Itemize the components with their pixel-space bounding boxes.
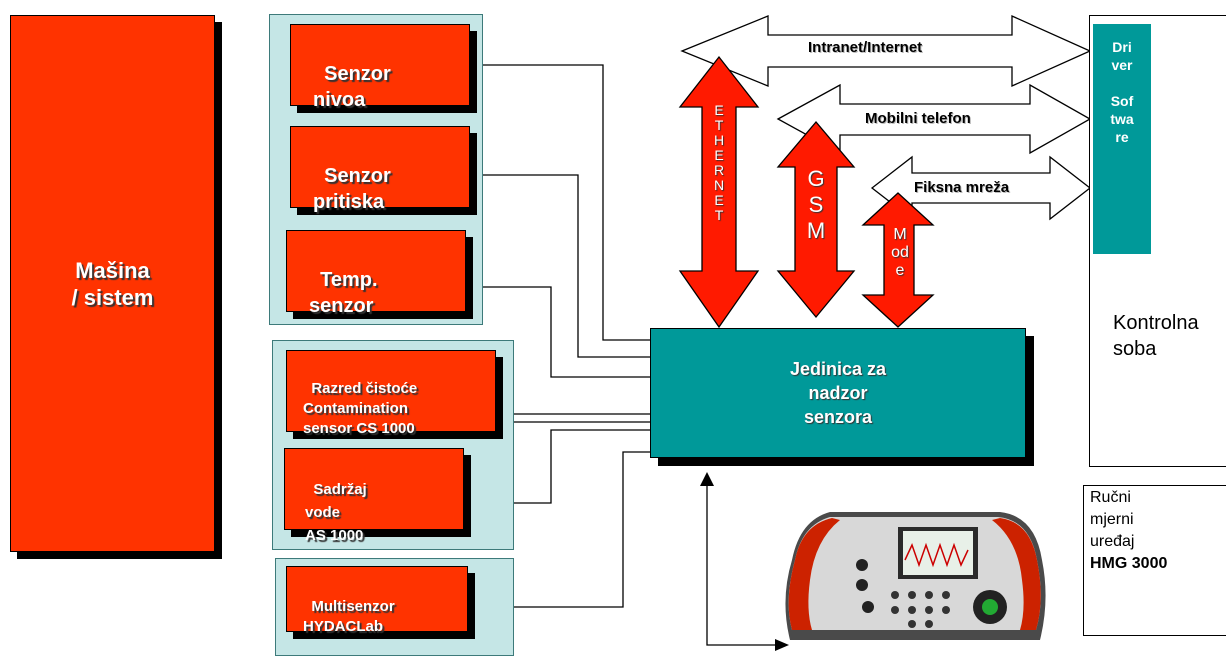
ethernet-label: E T H E R N E T bbox=[713, 102, 725, 223]
arrowhead-right-icon bbox=[775, 639, 789, 651]
water-content-sensor-label: Sadržaj vode AS 1000 bbox=[305, 481, 367, 544]
handheld-line-1: Ručni bbox=[1090, 489, 1131, 506]
line-temperature bbox=[467, 286, 650, 378]
handheld-meter-box bbox=[1083, 485, 1226, 636]
line-multisensor bbox=[512, 451, 650, 608]
machine-system-block: Mašina / sistem bbox=[10, 15, 215, 552]
internet-label: Intranet/Internet bbox=[808, 39, 923, 56]
driver-software-block: Dri ver Sof twa re bbox=[1093, 24, 1151, 254]
contamination-sensor-label: Razred čistoće Contamination sensor CS 1… bbox=[303, 380, 418, 437]
pressure-sensor-label: Senzor pritiska bbox=[313, 165, 391, 213]
level-sensor: Senzor nivoa bbox=[290, 24, 470, 111]
gsm-arrow bbox=[776, 120, 856, 319]
contamination-sensor: Razred čistoće Contamination sensor CS 1… bbox=[286, 350, 496, 437]
handheld-device-image bbox=[785, 512, 1046, 640]
machine-label: Mašina / sistem bbox=[71, 257, 154, 310]
arrowhead-up-icon bbox=[700, 472, 714, 486]
handheld-meter-text: Ručni mjerni uređaj HMG 3000 bbox=[1090, 487, 1167, 575]
control-room-label: Kontrolna soba bbox=[1113, 312, 1199, 360]
level-sensor-label: Senzor nivoa bbox=[313, 63, 391, 111]
fixed-network-label: Fiksna mreža bbox=[914, 179, 1010, 196]
water-content-sensor: Sadržaj vode AS 1000 bbox=[284, 448, 464, 544]
driver-label: Dri ver bbox=[1111, 39, 1133, 73]
multisensor-label: Multisenzor HYDACLab bbox=[303, 598, 395, 635]
monitoring-unit-label: Jedinica za nadzor senzora bbox=[789, 359, 887, 427]
line-level bbox=[472, 64, 650, 341]
mobile-phone-label: Mobilni telefon bbox=[865, 110, 971, 127]
modem-label: M od e bbox=[891, 226, 909, 279]
gsm-label: G S M bbox=[806, 166, 826, 243]
handheld-line-2: mjerni bbox=[1090, 511, 1134, 528]
handheld-model: HMG 3000 bbox=[1090, 555, 1168, 572]
software-label: Sof twa re bbox=[1110, 93, 1134, 145]
modem-arrow bbox=[861, 192, 935, 328]
temperature-sensor: Temp. senzor bbox=[286, 230, 466, 317]
sensor-monitoring-unit: Jedinica za nadzor senzora bbox=[650, 328, 1026, 458]
line-handheld bbox=[706, 480, 777, 646]
temperature-sensor-label: Temp. senzor bbox=[309, 269, 378, 317]
multisensor: Multisenzor HYDACLab bbox=[286, 566, 468, 635]
line-pressure bbox=[472, 174, 650, 358]
ethernet-arrow bbox=[678, 55, 760, 329]
pressure-sensor: Senzor pritiska bbox=[290, 126, 470, 213]
handheld-line-3: uređaj bbox=[1090, 533, 1135, 550]
